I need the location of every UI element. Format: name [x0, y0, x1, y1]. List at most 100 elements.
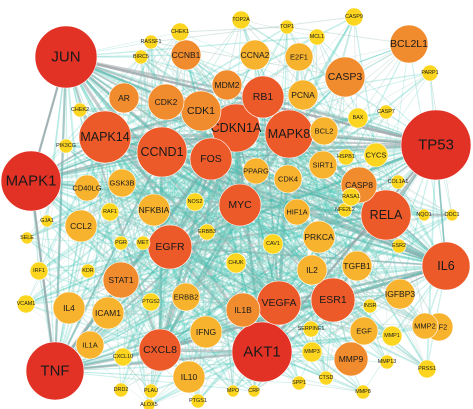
node-circle[interactable] [16, 294, 36, 314]
node-circle[interactable] [225, 252, 247, 274]
node-jun[interactable]: JUN [34, 25, 98, 89]
node-circle[interactable] [341, 187, 361, 207]
node-circle[interactable] [170, 22, 190, 42]
node-vcam1[interactable]: VCAM1 [16, 294, 36, 314]
node-circle[interactable] [417, 208, 431, 222]
node-bax[interactable]: BAX [347, 107, 369, 129]
node-circle[interactable] [185, 192, 205, 212]
node-circle[interactable] [301, 341, 323, 363]
node-rb1[interactable]: RB1 [241, 75, 285, 119]
node-circle[interactable] [231, 321, 293, 383]
node-circle[interactable] [379, 354, 395, 370]
node-circle[interactable] [180, 90, 222, 132]
node-circle[interactable] [225, 292, 261, 328]
node-circle[interactable] [25, 341, 85, 401]
node-circle[interactable] [363, 142, 389, 168]
node-il6[interactable]: IL6 [421, 241, 471, 291]
node-circle[interactable] [264, 109, 314, 159]
node-circle[interactable] [284, 42, 314, 72]
node-gsk3b[interactable]: GSK3B [107, 168, 137, 198]
node-circle[interactable] [344, 7, 364, 27]
node-raf1[interactable]: RAF1 [100, 202, 120, 222]
node-pparg[interactable]: PPARG [242, 157, 270, 185]
node-circle[interactable] [279, 19, 295, 35]
node-cdk1[interactable]: CDK1 [180, 90, 222, 132]
node-vegfa[interactable]: VEGFA [256, 280, 302, 326]
node-circle[interactable] [78, 110, 132, 164]
node-circle[interactable] [287, 79, 319, 111]
node-il1a[interactable]: IL1A [75, 330, 105, 360]
node-ccl2[interactable]: CCL2 [64, 209, 98, 243]
node-circle[interactable] [341, 250, 373, 282]
node-cycs[interactable]: CYCS [363, 142, 389, 168]
node-prkca[interactable]: PRKCA [302, 220, 336, 254]
node-ifng[interactable]: IFNG [189, 315, 223, 349]
node-circle[interactable] [0, 150, 62, 212]
node-circle[interactable] [113, 382, 129, 398]
node-pgr[interactable]: PGR [113, 235, 129, 251]
node-circle[interactable] [242, 157, 270, 185]
node-circle[interactable] [171, 282, 201, 312]
node-tp53[interactable]: TP53 [400, 109, 472, 181]
node-circle[interactable] [283, 198, 311, 226]
node-mapk1[interactable]: MAPK1 [0, 150, 62, 212]
node-circle[interactable] [355, 384, 371, 400]
node-bcl2[interactable]: BCL2 [309, 116, 339, 146]
node-circle[interactable] [421, 64, 439, 82]
node-circle[interactable] [421, 241, 471, 291]
node-circle[interactable] [100, 202, 120, 222]
node-circle[interactable] [384, 278, 416, 310]
node-cxcl8[interactable]: CXCL8 [138, 328, 182, 372]
node-circle[interactable] [143, 34, 159, 50]
node-casp9[interactable]: CASP9 [344, 7, 364, 27]
node-circle[interactable] [302, 320, 320, 338]
node-circle[interactable] [147, 224, 193, 270]
node-circle[interactable] [52, 291, 86, 325]
node-ar[interactable]: AR [108, 82, 140, 114]
node-mmp9[interactable]: MMP9 [333, 341, 369, 377]
node-circle[interactable] [310, 277, 356, 323]
node-circle[interactable] [29, 261, 49, 281]
node-circle[interactable] [381, 325, 403, 347]
node-casp3[interactable]: CASP3 [324, 56, 366, 98]
node-circle[interactable] [142, 398, 156, 409]
node-circle[interactable] [231, 10, 251, 30]
node-circle[interactable] [302, 220, 336, 254]
node-il10[interactable]: IL10 [172, 360, 206, 394]
node-circle[interactable] [389, 24, 429, 64]
node-nfkbia[interactable]: NFKBIA [137, 193, 171, 227]
node-parp1[interactable]: PARP1 [421, 64, 439, 82]
node-circle[interactable] [391, 238, 407, 254]
node-circle[interactable] [362, 298, 378, 314]
node-mapk14[interactable]: MAPK14 [78, 110, 132, 164]
node-plau[interactable]: PLAU [143, 383, 159, 399]
node-circle[interactable] [337, 148, 355, 166]
node-circle[interactable] [226, 384, 240, 398]
node-ptgs2[interactable]: PTGS2 [141, 292, 161, 312]
node-circle[interactable] [417, 359, 437, 379]
node-circle[interactable] [172, 360, 206, 394]
node-ccna2[interactable]: CCNA2 [239, 39, 271, 71]
node-circle[interactable] [308, 28, 326, 46]
node-kdr[interactable]: KDR [80, 263, 96, 279]
node-stat1[interactable]: STAT1 [102, 261, 140, 299]
node-cdk4[interactable]: CDK4 [273, 164, 303, 194]
node-circle[interactable] [262, 233, 284, 255]
node-circle[interactable] [34, 25, 98, 89]
node-circle[interactable] [324, 56, 366, 98]
node-circle[interactable] [333, 341, 369, 377]
node-il2[interactable]: IL2 [296, 254, 328, 286]
node-mmp1[interactable]: MMP1 [381, 325, 403, 347]
node-circle[interactable] [198, 223, 216, 241]
node-crp[interactable]: CRP [247, 384, 261, 398]
node-irf1[interactable]: IRF1 [29, 261, 49, 281]
node-icam1[interactable]: ICAM1 [91, 296, 125, 330]
node-circle[interactable] [135, 235, 151, 251]
node-esr1[interactable]: ESR1 [310, 277, 356, 323]
node-egf[interactable]: EGF [349, 316, 379, 346]
node-circle[interactable] [91, 296, 125, 330]
node-ccnd1[interactable]: CCND1 [136, 126, 188, 178]
node-pcna[interactable]: PCNA [287, 79, 319, 111]
node-met[interactable]: MET [135, 235, 151, 251]
node-circle[interactable] [80, 263, 96, 279]
